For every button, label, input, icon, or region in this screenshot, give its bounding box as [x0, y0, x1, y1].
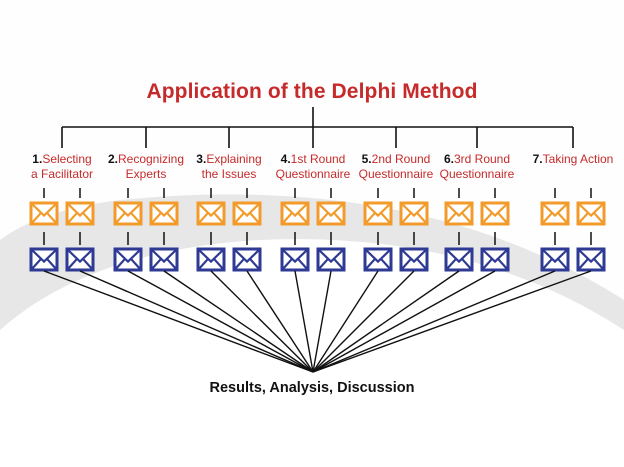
top-envelope-icon [149, 201, 179, 226]
top-envelope-icon [480, 201, 510, 226]
step-label-line2: Questionnaire [275, 167, 351, 181]
step-label-line1: 2nd Round [371, 152, 431, 166]
top-envelope-icon [316, 201, 346, 226]
step-number: 4. [280, 152, 291, 166]
bottom-envelope-icon [113, 247, 143, 272]
bottom-envelope-icon [149, 247, 179, 272]
top-envelope-icon [363, 201, 393, 226]
step-label-line1: 1st Round [290, 152, 346, 166]
convergence-line [312, 270, 332, 373]
top-envelope-icon [29, 201, 59, 226]
convergence-line [312, 270, 556, 373]
bottom-envelope-icon [65, 247, 95, 272]
bottom-envelope-icon [540, 247, 570, 272]
bottom-envelope-icon [576, 247, 606, 272]
bottom-envelope-icon [232, 247, 262, 272]
step-number: 7. [532, 152, 543, 166]
bottom-envelope-icon [363, 247, 393, 272]
top-envelope-icon [399, 201, 429, 226]
step-label-line1: Recognizing [117, 152, 185, 166]
step-number: 1. [32, 152, 43, 166]
diagram-title: Application of the Delphi Method [146, 80, 478, 103]
top-envelope-icon [444, 201, 474, 226]
step-label-line2: Questionnaire [358, 167, 434, 181]
convergence-line [163, 270, 314, 373]
top-envelope-icon [196, 201, 226, 226]
bottom-envelope-icon [399, 247, 429, 272]
convergence-line [294, 270, 314, 373]
step-label-line1: Taking Action [542, 152, 614, 166]
convergence-line [312, 270, 379, 373]
convergence-line [312, 270, 460, 373]
step-number: 2. [107, 152, 118, 166]
bottom-envelope-icon [316, 247, 346, 272]
step-number: 5. [361, 152, 372, 166]
convergence-line [312, 270, 415, 373]
step-label-line1: Explaining [206, 152, 262, 166]
step-number: 6. [443, 152, 454, 166]
step-label-line2: Experts [125, 167, 167, 181]
bottom-envelope-icon [444, 247, 474, 272]
results-label: Results, Analysis, Discussion [209, 380, 415, 396]
convergence-line [210, 270, 314, 373]
convergence-line [79, 270, 314, 373]
step-label-line2: a Facilitator [30, 167, 94, 181]
convergence-line [43, 270, 314, 373]
step-label-line1: 3rd Round [453, 152, 511, 166]
convergence-line [312, 270, 496, 373]
convergence-line [312, 270, 592, 373]
convergence-line [127, 270, 314, 373]
step-label-line1: Selecting [42, 152, 92, 166]
bottom-envelope-icon [280, 247, 310, 272]
bottom-envelope-icon [480, 247, 510, 272]
convergence-line [246, 270, 314, 373]
top-envelope-icon [576, 201, 606, 226]
step-number: 3. [196, 152, 207, 166]
step-label-line2: the Issues [201, 167, 257, 181]
top-envelope-icon [540, 201, 570, 226]
step-label: 7.Taking Action [527, 152, 619, 167]
top-envelope-icon [65, 201, 95, 226]
top-envelope-icon [113, 201, 143, 226]
step-label-line2: Questionnaire [439, 167, 515, 181]
top-envelope-icon [232, 201, 262, 226]
bottom-envelope-icon [29, 247, 59, 272]
bottom-envelope-icon [196, 247, 226, 272]
top-envelope-icon [280, 201, 310, 226]
